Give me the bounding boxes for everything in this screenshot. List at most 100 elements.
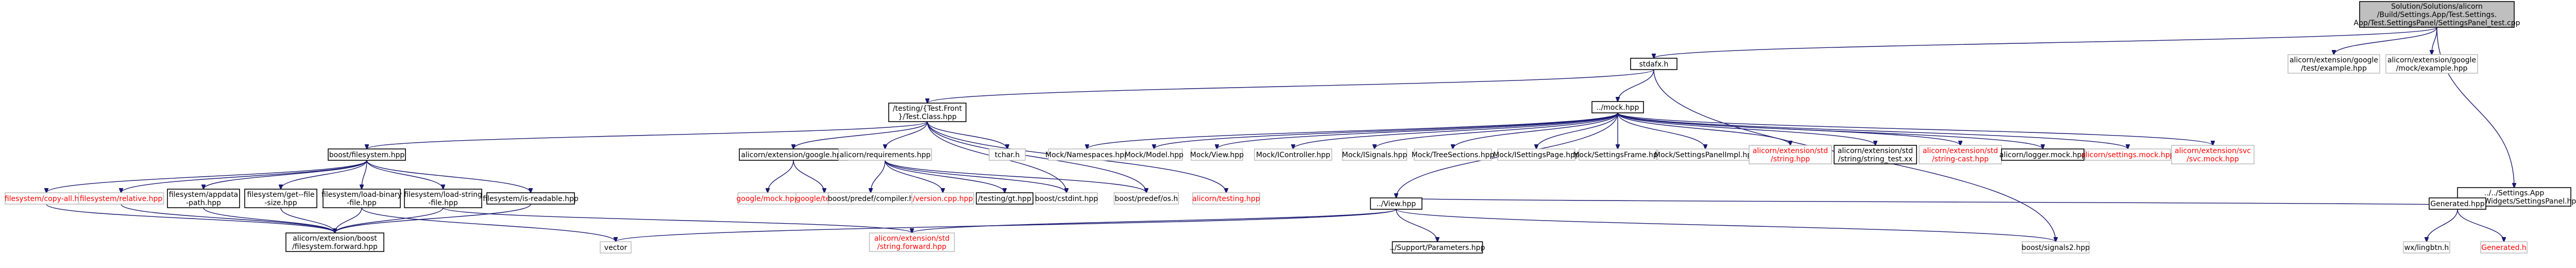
node-boost_cstdint: boost/cstdint.hpp — [1035, 192, 1098, 205]
node-fs_forward[interactable]: alicorn/extension/boost/filesystem.forwa… — [285, 232, 384, 252]
node-box — [285, 232, 384, 252]
edge-view-to-string_forward — [912, 209, 1397, 233]
edge-view-to-support_params — [1396, 209, 1437, 242]
node-string_forward: alicorn/extension/std/string.forward.hpp — [869, 232, 955, 252]
node-label-line: filesystem/load-string — [404, 191, 482, 199]
node-vector: vector — [600, 241, 632, 254]
node-label-line: vector — [604, 244, 628, 252]
edge-mock-to-logger_mock — [1617, 112, 2043, 149]
edge-generated_hpp-to-wxlib — [2427, 209, 2458, 242]
node-support_params[interactable]: ../Support/Parameters.hpp — [1390, 241, 1485, 254]
node-label-line: -file.hpp — [428, 199, 458, 207]
node-label-line: -file.hpp — [347, 199, 377, 207]
edge-mock-to-alicorn_string_test — [1617, 112, 1875, 145]
edge-alicorn_req-to-boost_predef_os — [885, 160, 1146, 193]
node-fs_loadbin[interactable]: filesystem/load-binary-file.hpp — [321, 189, 402, 208]
node-mock_signals: Mock/ISignals.hpp — [1342, 148, 1407, 161]
edge-boostfs-to-fs_loadbin — [362, 160, 367, 189]
node-box — [2480, 241, 2528, 254]
edge-alicorn_req-to-boost_predef_compiler — [871, 160, 886, 193]
node-label-line: Mock/TreeSections.hpp — [1412, 151, 1495, 159]
node-fs_appdata[interactable]: filesystem/appdata-path.hpp — [167, 189, 240, 208]
node-box — [2171, 145, 2255, 164]
edge-mock-to-settings_mock — [1617, 112, 2128, 149]
node-root[interactable]: Solution/Solutions/alicorn/Build/Setting… — [2354, 1, 2520, 28]
edge-testclass-to-tchar — [927, 121, 1007, 149]
node-box — [838, 148, 932, 161]
node-vs_version: /version.cpp.hpp — [911, 192, 974, 205]
node-label-line: alicorn/extension/boost — [293, 234, 377, 243]
node-mock_model: Mock/Model.hpp — [1125, 148, 1183, 161]
edge-mock-to-mock_view — [1217, 112, 1618, 149]
node-fs_rel: filesystem/relative.hpp — [78, 192, 164, 205]
node-fs_loadstr[interactable]: filesystem/load-string-file.hpp — [404, 189, 482, 208]
edge-fs_loadbin-to-vector — [361, 207, 616, 242]
node-box — [1579, 148, 1657, 161]
node-label-line: boost/filesystem.hpp — [329, 151, 405, 159]
edge-mock-to-mock_model — [1154, 112, 1618, 149]
node-label-line: Solution/Solutions/alicorn — [2391, 3, 2483, 11]
node-label-line: /version.cpp.hpp — [912, 195, 973, 203]
node-alicorn_string_test[interactable]: alicorn/extension/std/string/string_test… — [1834, 145, 1917, 164]
edge-view-to-boost_signals2 — [1396, 209, 2056, 242]
edge-testclass-to-alicorn_req — [885, 121, 928, 149]
node-box — [1630, 58, 1677, 70]
node-label-line: Mock/SettingsPanelImpl.hpp — [1654, 151, 1756, 159]
edge-fs_copy-to-fs_forward — [46, 204, 335, 233]
node-testclass[interactable]: /testing/{Test.Front}/Test.Class.hpp — [888, 103, 967, 122]
node-view[interactable]: ../View.hpp — [1370, 197, 1422, 210]
node-alicorn_google[interactable]: alicorn/extension/google.hpp — [739, 148, 848, 161]
node-label-line: boost/predef/os.h — [1115, 195, 1178, 203]
edge-boostfs-to-fs_getfile — [281, 160, 367, 189]
node-label-line: boost/predef/compiler.h — [828, 195, 914, 203]
edge-fs_loadstr-to-fs_forward — [335, 207, 444, 233]
node-label-line: Mock/View.hpp — [1190, 151, 1244, 159]
node-label-line: ../View.hpp — [1377, 200, 1416, 208]
node-alicorn_req: alicorn/requirements.hpp — [838, 148, 932, 161]
node-box — [167, 189, 240, 208]
edge-alicorn_google-to-gtest_h — [793, 160, 824, 193]
node-label-line: alicorn/extension/std — [1838, 147, 1913, 155]
node-label-line: alicorn/extension/svc — [2175, 147, 2251, 155]
node-box — [1414, 148, 1492, 161]
node-alicorn_testing: alicorn/testing.hpp — [1192, 192, 1260, 205]
node-tchar: tchar.h — [989, 148, 1026, 161]
node-label-line: /Build/Settings.App/Test.Settings. — [2377, 11, 2497, 19]
node-label-line: alicorn/extension/std — [1923, 147, 1998, 155]
node-box — [600, 241, 632, 254]
node-box — [323, 189, 401, 208]
node-svc_mock: alicorn/extension/svc/svc.mock.hpp — [2171, 145, 2255, 164]
node-box — [1392, 241, 1483, 254]
edge-boostfs-to-fs_appdata — [204, 160, 367, 189]
node-mock[interactable]: ../mock.hpp — [1591, 101, 1644, 113]
node-label-line: filesystem/load-binary — [321, 191, 402, 199]
node-testgtest[interactable]: /testing/gt.hpp — [976, 192, 1033, 205]
node-label-line: alicorn/extension/google.hpp — [741, 151, 845, 159]
node-box — [1113, 192, 1179, 205]
node-layer: Solution/Solutions/alicorn/Build/Setting… — [5, 1, 2576, 254]
node-fs_getfile[interactable]: filesystem/get--file-size.hpp — [244, 189, 317, 208]
edge-alicorn_google-to-gmock_h — [768, 160, 794, 193]
node-box — [2287, 54, 2380, 74]
node-label-line: }/Test.Class.hpp — [898, 113, 957, 121]
node-box — [1191, 148, 1243, 161]
edge-testclass-to-alicorn_google — [793, 121, 928, 149]
node-label-line: filesystem/appdata — [169, 191, 239, 199]
node-boost_predef_os: boost/predef/os.h — [1113, 192, 1179, 205]
edge-generated_hpp-to-generated_h — [2457, 209, 2504, 242]
edge-stdafx-to-mock — [1618, 69, 1654, 102]
node-logger_mock[interactable]: alicorn/logger.mock.hpp — [1999, 148, 2087, 161]
edge-alicorn_req-to-boost_cstdint — [885, 160, 1066, 193]
node-label-line: -path.hpp — [186, 199, 221, 207]
node-generated_hpp[interactable]: Generated.hpp — [2429, 197, 2486, 210]
node-fs_readable[interactable]: filesystem/is-readable.hpp — [483, 192, 579, 205]
edge-fs_readable-to-fs_forward — [335, 204, 531, 233]
node-label-line: Generated.h — [2481, 244, 2527, 252]
node-boostfs[interactable]: boost/filesystem.hpp — [328, 148, 406, 161]
node-stdafx[interactable]: stdafx.h — [1630, 58, 1677, 70]
node-fs_copy: filesystem/copy-all.hpp — [5, 192, 88, 205]
node-box — [2084, 148, 2171, 161]
node-box — [1497, 148, 1575, 161]
node-box — [1370, 197, 1422, 210]
node-alicorn_string_cast: alicorn/extension/std/string-cast.hpp — [1919, 145, 2002, 164]
